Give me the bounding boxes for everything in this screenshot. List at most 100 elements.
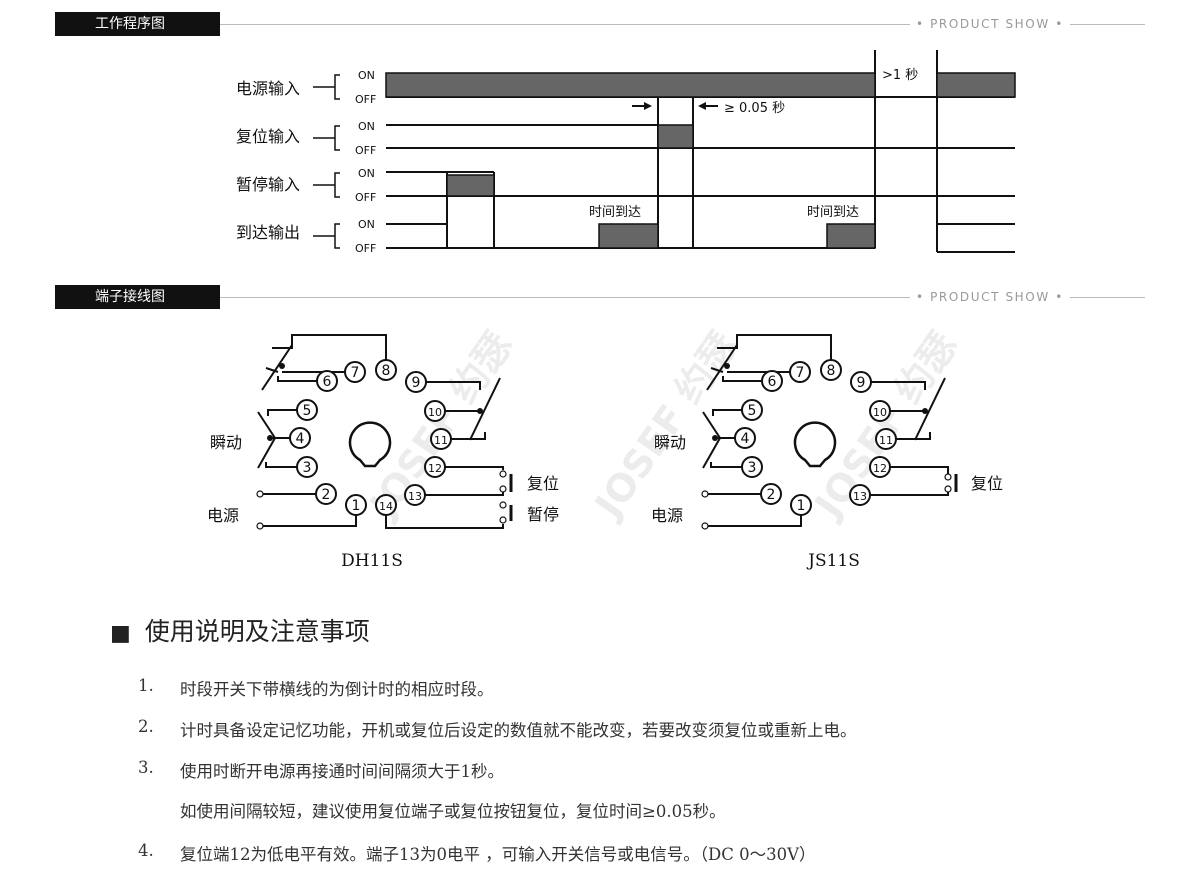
terminal-number: 3 [303,460,312,476]
off-label: OFF [355,144,376,157]
terminal-pin [741,399,763,421]
signal-label: 复位输入 [236,127,300,146]
terminal-number: 1 [797,498,806,514]
gap-annotation: >1 秒 [882,68,918,83]
terminal-number: 10 [873,406,887,419]
terminal-pin [850,371,872,393]
terminal-pin [869,456,891,478]
item-number: 1. [138,676,154,695]
time-up-annotation: 时间到达 [807,205,859,220]
wiring-js11s [701,334,958,530]
terminal-pin [404,484,426,506]
terminal-number: 6 [323,374,332,390]
terminal-pin [296,399,318,421]
terminal-number: 8 [382,363,391,379]
terminal-pin [424,400,446,422]
terminal-number: 3 [748,460,757,476]
item-number: 4. [138,841,154,860]
arrow-right-icon [632,102,652,110]
terminal-number: 9 [857,375,866,391]
terminal-pin [375,359,397,381]
notes-heading: ■ 使用说明及注意事项 [110,612,370,648]
terminal-pin [345,494,367,516]
terminal-number: 5 [748,403,757,419]
terminal-number: 8 [827,363,836,379]
section-tagline: • PRODUCT SHOW • [910,16,1070,32]
terminal-number: 14 [379,500,393,513]
terminal-number: 6 [768,374,777,390]
terminal-number: 11 [434,434,448,447]
section-header-timing: 工作程序图 • PRODUCT SHOW • [55,12,1145,36]
divider [220,24,1145,25]
terminal-number: 7 [351,365,360,381]
terminal-pin [315,483,337,505]
instant-label: 瞬动 [654,433,686,452]
terminal-number: 7 [796,365,805,381]
terminal-number: 9 [412,375,421,391]
terminal-pin [761,370,783,392]
pulse-annotation: ≥ 0.05 秒 [724,101,785,116]
section-title: 端子接线图 [55,285,220,309]
model-label: JS11S [806,551,860,571]
power-label: 电源 [651,506,683,525]
on-label: ON [358,218,375,231]
pause-pulse [446,174,495,197]
note-item: 使用时断开电源再接通时间间隔须大于1秒。 [180,762,504,781]
terminal-pin [790,494,812,516]
terminal-pin [344,361,366,383]
on-label: ON [358,167,375,180]
terminal-number: 13 [853,490,867,503]
svg-text:JOSEF 约瑟: JOSEF 约瑟 [805,324,966,528]
square-bullet-icon: ■ [110,621,131,646]
pause-label: 暂停 [527,505,559,524]
terminal-pin [789,361,811,383]
terminal-number: 12 [873,462,887,475]
terminal-pin [869,400,891,422]
off-label: OFF [355,242,376,255]
terminal-number: 4 [741,431,750,447]
off-label: OFF [355,191,376,204]
section-title: 工作程序图 [55,12,220,36]
signal-label: 暂停输入 [236,175,300,194]
reset-label: 复位 [527,474,559,493]
item-number: 3. [138,758,154,777]
note-item: 时段开关下带横线的为倒计时的相应时段。 [180,680,494,699]
wiring-dh11s [256,334,513,530]
output-pulse [598,223,659,249]
note-item: 如使用间隔较短，建议使用复位端子或复位按钮复位，复位时间≥0.05秒。 [180,802,726,821]
terminal-pin [734,427,756,449]
svg-text:JOSEF 约瑟: JOSEF 约瑟 [585,324,746,528]
on-label: ON [358,120,375,133]
terminal-pin [820,359,842,381]
terminal-pin [760,483,782,505]
terminal-number: 2 [322,487,331,503]
arrow-left-icon [698,102,718,110]
divider [220,297,1145,298]
terminal-pin [375,494,397,516]
terminal-pin [289,427,311,449]
output-pulse [826,223,876,249]
terminal-pin [316,370,338,392]
time-up-annotation: 时间到达 [589,205,641,220]
notes-heading-text: 使用说明及注意事项 [144,617,370,646]
power-label: 电源 [207,506,239,525]
power-on-bar [385,72,876,98]
on-label: ON [358,69,375,82]
power-on-bar [936,72,1016,98]
model-label: DH11S [341,551,403,571]
terminal-pin [741,456,763,478]
terminal-number: 12 [428,462,442,475]
svg-text:JOSEF 约瑟: JOSEF 约瑟 [360,324,521,528]
section-tagline: • PRODUCT SHOW • [910,289,1070,305]
terminal-pin [849,484,871,506]
terminal-pin [296,456,318,478]
terminal-number: 10 [428,406,442,419]
off-label: OFF [355,93,376,106]
terminal-number: 4 [296,431,305,447]
terminal-number: 2 [767,487,776,503]
signal-label: 电源输入 [236,79,300,98]
terminal-pin [405,371,427,393]
terminal-number: 13 [408,490,422,503]
